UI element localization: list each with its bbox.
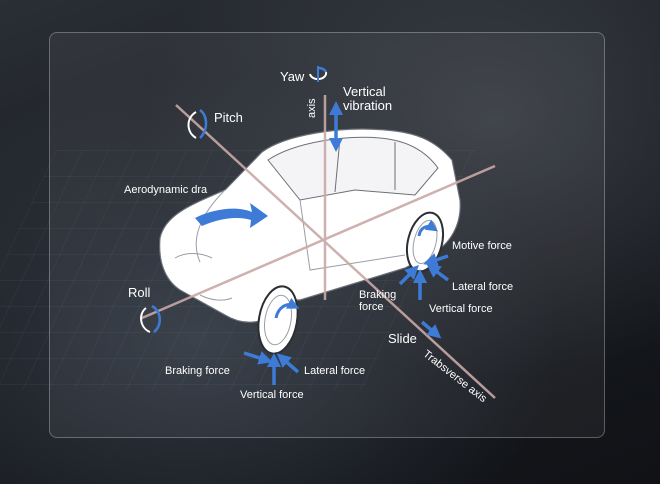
rear-lateral-force-label: Lateral force	[452, 281, 514, 293]
roll-label: Roll	[128, 285, 151, 300]
rear-lateral-force-arrow	[426, 263, 450, 282]
yaw-label: Yaw	[280, 69, 305, 84]
car-illustration	[159, 128, 461, 355]
transverse-axis-line	[141, 164, 496, 320]
rear-braking-force-label: Braking force	[359, 289, 397, 314]
front-wheel-forces	[243, 351, 300, 385]
vertical-axis-label: axis	[306, 98, 318, 118]
slide-label: Slide	[388, 331, 417, 346]
vertical-vibration-label: Vertical vibration	[343, 84, 393, 114]
slide-arrow	[420, 320, 442, 339]
rear-braking-force-arrow	[398, 265, 419, 286]
front-braking-force-arrow	[243, 351, 273, 365]
yaw-rotation-icon	[309, 66, 328, 82]
rear-wheel-rotation-arrow	[417, 219, 438, 237]
rear-motive-force-arrow	[423, 253, 449, 267]
roll-rotation-icon	[140, 304, 161, 333]
motive-force-label: Motive force	[452, 240, 512, 252]
front-braking-force-label: Braking force	[165, 365, 230, 377]
front-lateral-force-arrow	[276, 353, 300, 374]
pitch-label: Pitch	[214, 110, 243, 125]
longitudinal-axis-line	[175, 104, 496, 399]
axes	[141, 95, 496, 399]
rear-vertical-force-label: Vertical force	[429, 303, 493, 315]
front-wheel-rotation-arrow	[274, 297, 300, 319]
aerodynamic-drag-arrow	[195, 203, 268, 228]
aerodynamic-drag-label: Aerodynamic dra	[124, 184, 208, 196]
pitch-rotation-icon	[187, 109, 208, 139]
front-vertical-force-label: Vertical force	[240, 389, 304, 401]
front-lateral-force-label: Lateral force	[304, 365, 366, 377]
rear-wheel-forces	[398, 253, 450, 300]
